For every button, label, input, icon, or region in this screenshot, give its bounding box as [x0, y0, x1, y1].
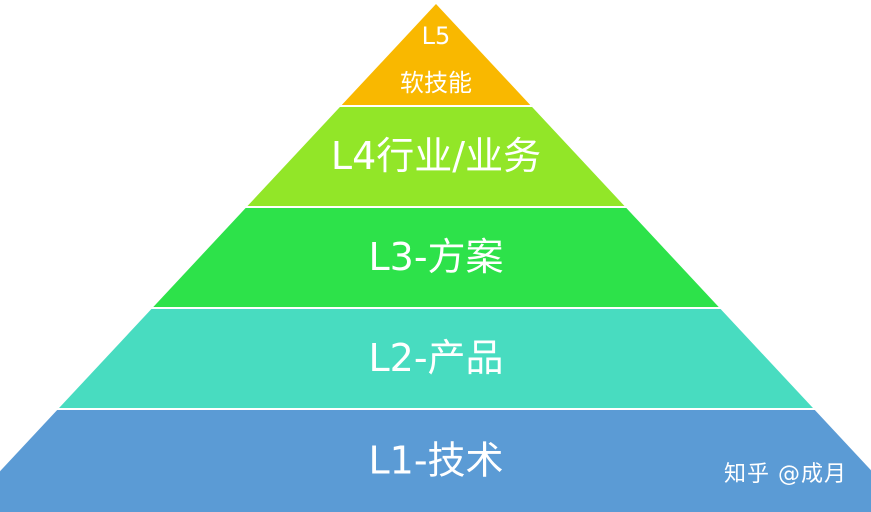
layer-l4-label: L4行业/业务: [331, 134, 541, 178]
layer-l1-label: L1-技术: [368, 439, 503, 483]
layer-l5-label-1: L5: [422, 22, 451, 50]
layer-l3-label: L3-方案: [368, 235, 503, 279]
layer-l2-band: [59, 309, 813, 408]
layer-l3-band: [153, 208, 719, 307]
layer-l5-label-2: 软技能: [400, 69, 472, 97]
pyramid-layers: L5 软技能 L4行业/业务 L3-方案 L2-产品 L1-技术: [0, 4, 871, 512]
layer-l2-label: L2-产品: [368, 336, 503, 380]
layer-l1-band: [0, 410, 871, 512]
watermark: 知乎 @成月: [724, 462, 847, 487]
layer-l5-band: [341, 4, 531, 105]
layer-l4-band: [247, 107, 625, 206]
